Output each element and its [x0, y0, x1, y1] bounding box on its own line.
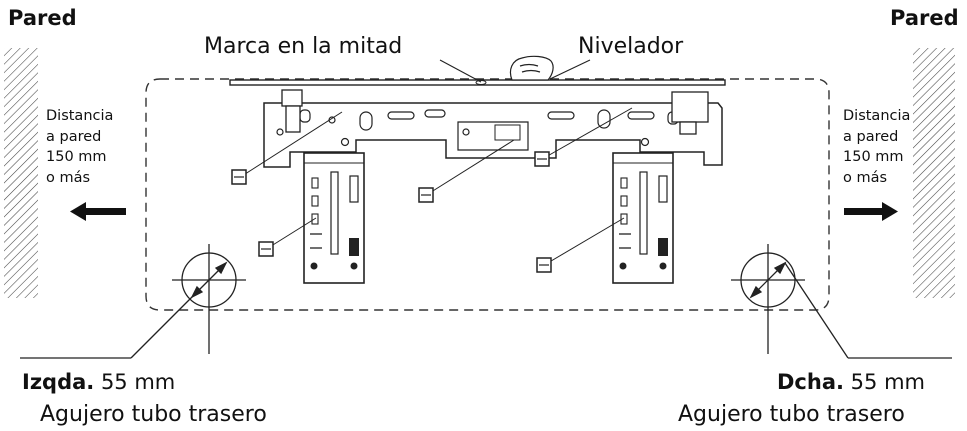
- hand-icon: [509, 55, 554, 81]
- right-wall-title: Pared: [890, 6, 959, 30]
- right-hole-side: Dcha.: [777, 370, 844, 394]
- left-wall: [4, 48, 38, 298]
- distance-line: Distancia: [843, 108, 911, 124]
- left-hole-description: Agujero tubo trasero: [40, 402, 267, 427]
- right-top-fitting: [671, 91, 709, 135]
- distance-line: 150 mm: [46, 149, 107, 165]
- screw-1: [231, 111, 343, 185]
- left-hole-side: Izqda.: [22, 370, 95, 394]
- center-mark-label: Marca en la mitad: [204, 34, 403, 59]
- left-hole-size: 55 mm: [100, 370, 176, 394]
- right-distance-note: Distancia a pared 150 mm o más: [843, 106, 910, 188]
- distance-line: Distancia: [46, 108, 114, 124]
- left-distance-note: Distancia a pared 150 mm o más: [46, 106, 113, 188]
- right-support-bracket: [612, 152, 674, 284]
- screw-4: [258, 217, 317, 257]
- left-top-fitting: [281, 89, 303, 133]
- mounting-plate: [263, 102, 723, 168]
- left-hole-spec: Izqda. 55 mm: [22, 370, 175, 394]
- distance-line: a pared: [843, 128, 899, 145]
- distance-line: a pared: [46, 128, 102, 145]
- distance-line: 150 mm: [843, 149, 904, 165]
- distance-line: o más: [843, 169, 888, 186]
- screw-2: [418, 139, 515, 203]
- screw-5: [536, 217, 625, 273]
- screw-3: [534, 107, 633, 167]
- right-hole-size: 55 mm: [850, 370, 925, 394]
- level-label: Nivelador: [578, 34, 684, 59]
- right-hole-description: Agujero tubo trasero: [678, 402, 905, 427]
- level-leader: [549, 59, 591, 80]
- left-wall-title: Pared: [8, 6, 77, 30]
- spirit-level: [229, 79, 726, 86]
- left-support-bracket: [303, 152, 365, 284]
- left-pipe-hole: [20, 244, 246, 359]
- left-arrow: [70, 202, 126, 221]
- right-hole-spec: Dcha. 55 mm: [777, 370, 925, 394]
- right-wall: [913, 48, 955, 298]
- indoor-unit-outline: [145, 78, 830, 311]
- right-pipe-hole: [731, 244, 952, 359]
- center-mark-leader: [439, 59, 482, 83]
- distance-line: o más: [46, 169, 91, 186]
- right-arrow: [844, 202, 898, 221]
